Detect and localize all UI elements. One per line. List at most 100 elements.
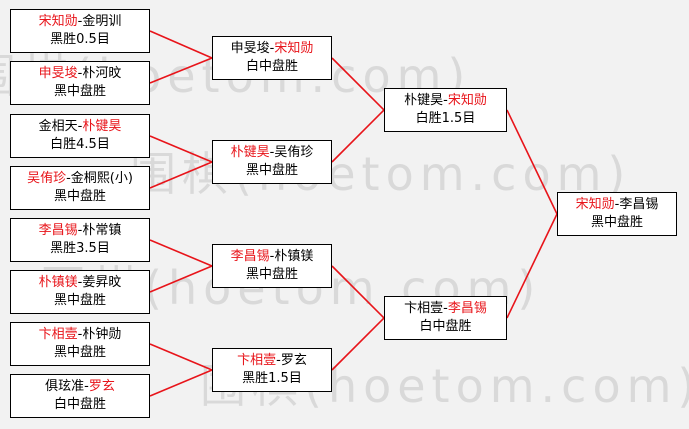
player-2: 朴镇镁 xyxy=(274,249,314,264)
round2-match-2: 朴键昊-吴侑珍黑中盘胜 xyxy=(212,140,332,184)
match-result: 黑胜3.5目 xyxy=(50,241,110,256)
player-2: 朴常镇 xyxy=(82,223,122,238)
player-separator: - xyxy=(269,41,275,56)
player-2: 罗玄 xyxy=(280,353,307,368)
match-players: 金相天-朴键昊 xyxy=(39,118,122,136)
round1-match-5: 李昌锡-朴常镇黑胜3.5目 xyxy=(10,218,150,262)
round2-match-4: 卞相壹-罗玄黑胜1.5目 xyxy=(212,348,332,392)
round1-match-2: 申旻埈-朴河旼黑中盘胜 xyxy=(10,61,150,105)
connector-line xyxy=(331,57,385,111)
connector-line xyxy=(149,161,213,189)
player-1: 申旻埈 xyxy=(38,66,78,81)
player-1: 李昌锡 xyxy=(230,249,270,264)
player-separator: - xyxy=(269,249,275,264)
player-1: 宋知勋 xyxy=(38,14,78,29)
match-players: 朴键昊-宋知勋 xyxy=(404,92,487,110)
match-players: 朴镇镁-姜昇旼 xyxy=(39,274,122,292)
connector-line xyxy=(149,135,213,163)
player-2: 李昌锡 xyxy=(447,301,487,316)
connector-line xyxy=(149,57,213,84)
player-2: 宋知勋 xyxy=(447,93,487,108)
player-2: 姜昇旼 xyxy=(82,275,122,290)
player-1: 卞相壹 xyxy=(237,353,277,368)
match-result: 黑中盘胜 xyxy=(245,267,298,282)
player-2: 金桐熙(小) xyxy=(70,171,133,186)
player-1: 金相天 xyxy=(38,119,78,134)
match-result: 白胜1.5目 xyxy=(415,111,476,126)
player-1: 朴键昊 xyxy=(404,93,444,108)
player-separator: - xyxy=(66,171,71,186)
match-players: 卞相壹-李昌锡 xyxy=(404,300,487,318)
player-separator: - xyxy=(269,145,275,160)
player-1: 申旻埈 xyxy=(230,41,270,56)
player-separator: - xyxy=(77,14,83,29)
player-2: 金明训 xyxy=(82,14,122,29)
connector-line xyxy=(506,213,558,319)
player-2: 吴侑珍 xyxy=(274,145,314,160)
round1-match-8: 俱玹准-罗玄白中盘胜 xyxy=(10,374,150,418)
match-result: 黑中盘胜 xyxy=(53,293,106,308)
match-result: 白中盘胜 xyxy=(245,59,298,74)
match-players: 宋知勋-李昌锡 xyxy=(576,196,659,214)
player-separator: - xyxy=(77,66,83,81)
round2-match-1: 申旻埈-宋知勋白中盘胜 xyxy=(212,36,332,80)
player-1: 俱玹准 xyxy=(45,379,85,394)
match-players: 卞相壹-朴钟勋 xyxy=(39,326,122,344)
match-players: 俱玹准-罗玄 xyxy=(45,378,115,396)
player-separator: - xyxy=(443,301,448,316)
round1-match-4: 吴侑珍-金桐熙(小)黑中盘胜 xyxy=(10,166,150,210)
match-players: 朴键昊-吴侑珍 xyxy=(231,144,314,162)
player-1: 宋知勋 xyxy=(575,197,615,212)
player-1: 朴镇镁 xyxy=(38,275,78,290)
round2-match-3: 李昌锡-朴镇镁黑中盘胜 xyxy=(212,244,332,288)
connector-line xyxy=(506,109,558,215)
connector-line xyxy=(149,265,213,293)
match-players: 卞相壹-罗玄 xyxy=(237,352,307,370)
match-players: 申旻埈-朴河旼 xyxy=(39,65,122,83)
player-1: 朴键昊 xyxy=(230,145,270,160)
connector-line xyxy=(331,109,385,163)
player-separator: - xyxy=(77,119,83,134)
player-separator: - xyxy=(84,379,89,394)
player-separator: - xyxy=(276,353,281,368)
player-1: 卞相壹 xyxy=(38,327,78,342)
match-result: 白中盘胜 xyxy=(419,319,472,334)
match-result: 黑中盘胜 xyxy=(53,84,106,99)
player-1: 吴侑珍 xyxy=(27,171,67,186)
match-players: 李昌锡-朴常镇 xyxy=(39,222,122,240)
player-2: 宋知勋 xyxy=(274,41,314,56)
round1-match-6: 朴镇镁-姜昇旼黑中盘胜 xyxy=(10,270,150,314)
player-separator: - xyxy=(77,327,83,342)
player-2: 罗玄 xyxy=(88,379,115,394)
match-result: 黑中盘胜 xyxy=(245,163,298,178)
match-result: 白中盘胜 xyxy=(53,397,106,412)
player-1: 卞相壹 xyxy=(404,301,444,316)
match-players: 吴侑珍-金桐熙(小) xyxy=(27,170,133,188)
round1-match-1: 宋知勋-金明训黑胜0.5目 xyxy=(10,9,150,53)
player-separator: - xyxy=(614,197,620,212)
connector-line xyxy=(149,239,213,267)
match-result: 白胜4.5目 xyxy=(50,137,110,152)
player-separator: - xyxy=(77,275,83,290)
player-2: 朴钟勋 xyxy=(82,327,122,342)
player-separator: - xyxy=(77,223,83,238)
connector-line xyxy=(331,265,385,319)
player-separator: - xyxy=(443,93,448,108)
match-result: 黑胜0.5目 xyxy=(50,32,110,47)
connector-line xyxy=(149,343,213,371)
player-1: 李昌锡 xyxy=(38,223,78,238)
match-result: 黑胜1.5目 xyxy=(242,371,302,386)
player-2: 李昌锡 xyxy=(619,197,659,212)
match-players: 宋知勋-金明训 xyxy=(39,13,122,31)
connector-line xyxy=(149,369,213,397)
round1-match-7: 卞相壹-朴钟勋黑中盘胜 xyxy=(10,322,150,366)
connector-line xyxy=(149,30,213,59)
round3-match-1: 朴键昊-宋知勋白胜1.5目 xyxy=(384,88,507,132)
round1-match-3: 金相天-朴键昊白胜4.5目 xyxy=(10,114,150,158)
final-match-1: 宋知勋-李昌锡黑中盘胜 xyxy=(557,192,677,236)
match-players: 申旻埈-宋知勋 xyxy=(231,40,314,58)
match-players: 李昌锡-朴镇镁 xyxy=(231,248,314,266)
match-result: 黑中盘胜 xyxy=(53,345,106,360)
